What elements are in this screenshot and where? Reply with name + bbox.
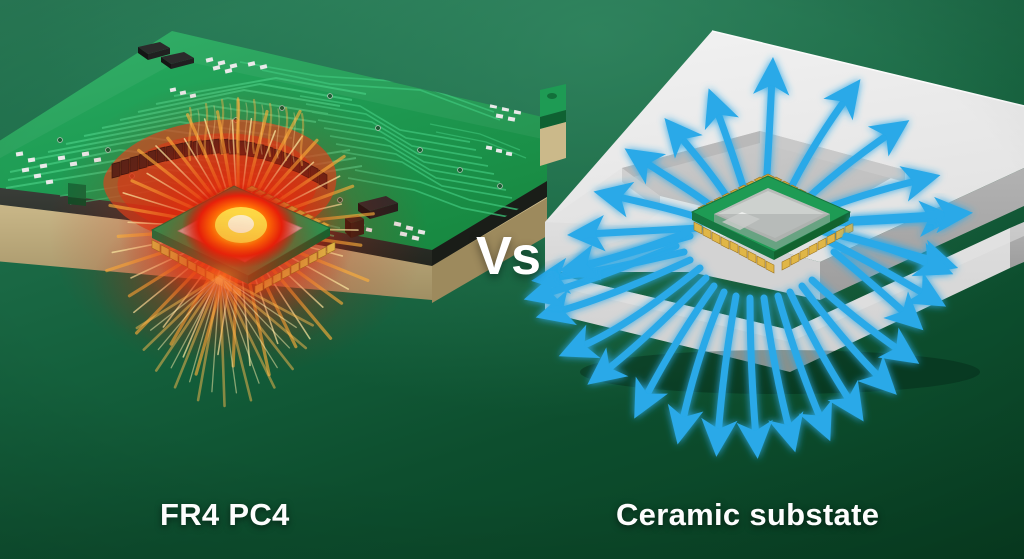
ceramic-lower-slab <box>545 222 1024 372</box>
cooled-chip <box>690 173 854 274</box>
pcb-fragment <box>540 84 566 166</box>
heat-shimmer <box>187 96 305 167</box>
heat-dissipation-arrows-left <box>523 242 680 308</box>
heat-dissipation-arrows-lower <box>531 248 920 459</box>
heat-dissipation-arrows-front <box>559 196 973 281</box>
heat-spill <box>92 204 352 408</box>
right-caption: Ceramic substate <box>616 497 880 532</box>
versus-label: Vs <box>476 226 541 286</box>
left-caption: FR4 PC4 <box>160 497 290 532</box>
